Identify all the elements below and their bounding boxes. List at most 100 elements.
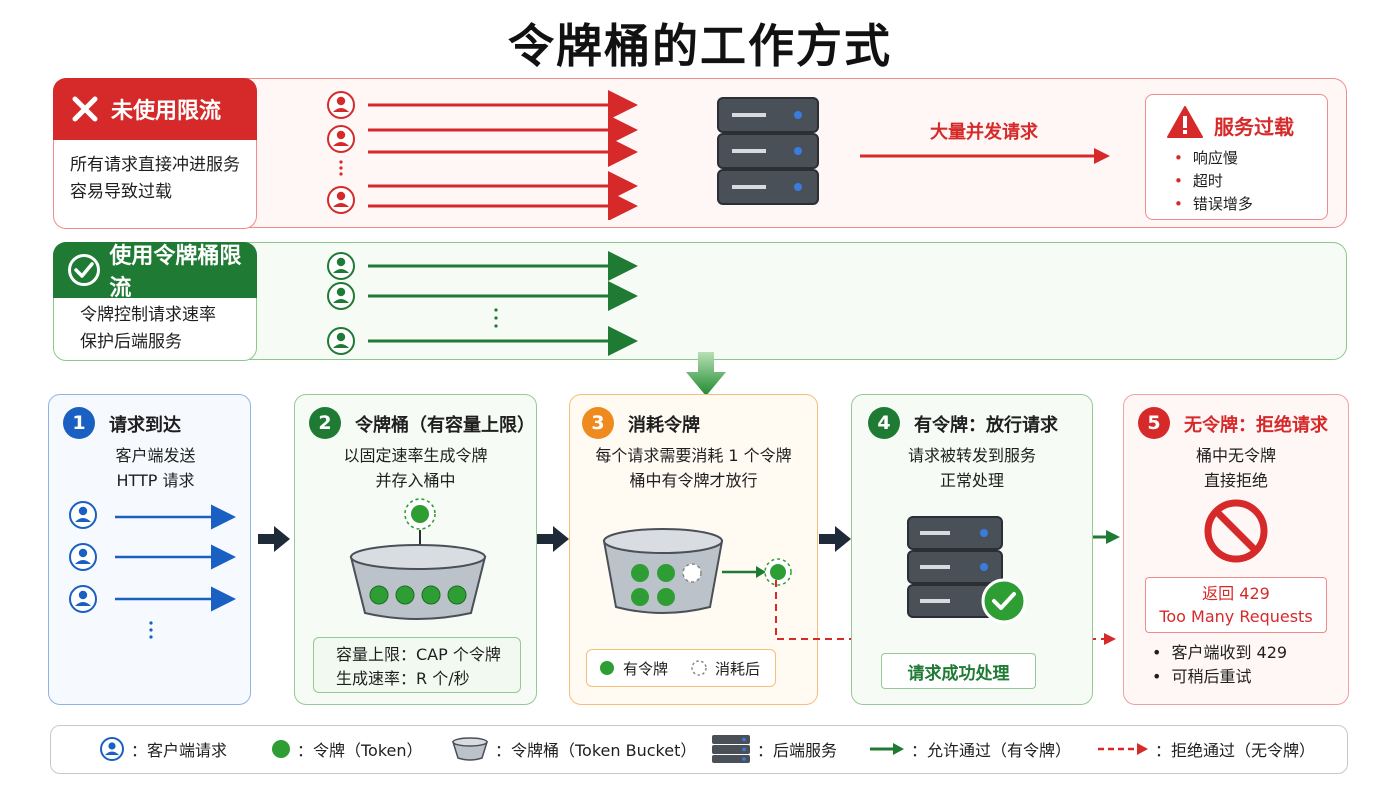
step-number: 5 — [1138, 407, 1170, 439]
with-limit-desc-line2: 保护后端服务 — [80, 332, 182, 352]
user-icon — [327, 252, 355, 280]
legend-label: ：令牌桶（Token Bucket） — [495, 741, 697, 760]
legend-has-token: 有令牌 — [623, 660, 669, 678]
user-icon — [327, 282, 355, 310]
status-code: 返回 429 — [1202, 584, 1270, 603]
list-item: 可稍后重试 — [1152, 665, 1287, 689]
legend-consumed: 消耗后 — [715, 660, 761, 678]
step-card-4: 4 有令牌：放行请求 请求被转发到服务 正常处理 请求成功处理 — [851, 394, 1093, 705]
legend-server: ：后端服务 — [711, 726, 837, 772]
status-text: Too Many Requests — [1159, 607, 1313, 626]
step-desc-line1: 每个请求需要消耗 1 个令牌 — [595, 446, 792, 465]
no-limit-tag: 未使用限流 — [53, 78, 257, 140]
with-limit-panel: 使用令牌桶限流 令牌控制请求速率 保护后端服务 — [53, 242, 1347, 361]
arrow-right-icon — [870, 743, 904, 755]
step-number: 4 — [868, 407, 900, 439]
step-desc: 客户端发送 HTTP 请求 — [55, 443, 256, 493]
legend-bucket: ：令牌桶（Token Bucket） — [451, 726, 696, 772]
token-icon — [600, 661, 614, 675]
forbidden-icon — [1204, 499, 1268, 563]
dashed-arrow-icon — [1098, 743, 1148, 755]
step-title: 无令牌：拒绝请求 — [1184, 415, 1328, 436]
with-limit-tag: 使用令牌桶限流 — [53, 242, 257, 301]
burst-label: 大量并发请求 — [930, 122, 1038, 143]
check-badge-icon — [981, 578, 1027, 624]
consumed-token-icon — [682, 563, 702, 583]
step-title: 消耗令牌 — [628, 415, 700, 436]
legend-label: ：后端服务 — [757, 741, 838, 760]
legend-allow: ：允许通过（有令牌） — [869, 726, 1071, 772]
user-icon — [327, 125, 355, 153]
no-limit-panel: 未使用限流 所有请求直接冲进服务 容易导致过载 — [53, 78, 1347, 229]
success-label: 请求成功处理 — [881, 653, 1036, 689]
with-limit-desc-line1: 令牌控制请求速率 — [80, 305, 216, 325]
step-title: 请求到达 — [109, 415, 181, 436]
down-arrow-icon — [686, 352, 726, 396]
ellipsis-icon — [339, 160, 343, 176]
overload-title: 服务过载 — [1214, 115, 1294, 139]
overload-box: 服务过载 响应慢 超时 错误增多 — [1145, 94, 1328, 220]
step-desc-line1: 以固定速率生成令牌 — [343, 446, 488, 465]
http-429-box: 返回 429 Too Many Requests — [1145, 577, 1327, 633]
step-desc: 以固定速率生成令牌 并存入桶中 — [295, 443, 536, 493]
page-title: 令牌桶的工作方式 — [508, 19, 892, 73]
step-card-2: 2 令牌桶（有容量上限） 以固定速率生成令牌 并存入桶中 容量上限：CAP 个令… — [294, 394, 537, 705]
ellipsis-icon — [149, 621, 153, 639]
client-requests — [69, 501, 236, 639]
rate-line: 生成速率：R 个/秒 — [336, 669, 470, 688]
burst-arrow — [860, 148, 1110, 164]
token-legend: 有令牌 消耗后 — [586, 649, 776, 687]
step-desc-line1: 请求被转发到服务 — [907, 446, 1036, 465]
legend-deny: ：拒绝通过（无令牌） — [1097, 726, 1315, 772]
step-desc: 每个请求需要消耗 1 个令牌 桶中有令牌才放行 — [570, 443, 817, 493]
step-desc-line2: 正常处理 — [939, 471, 1004, 490]
step-desc-line1: 桶中无令牌 — [1195, 446, 1276, 465]
user-icon — [69, 501, 97, 529]
request-arrows — [368, 251, 638, 356]
server-icon — [717, 97, 819, 205]
step-number: 2 — [309, 407, 341, 439]
legend-label: ：客户端请求 — [131, 741, 228, 760]
legend-label: ：令牌（Token） — [297, 741, 423, 760]
legend-client: ：客户端请求 — [99, 726, 227, 772]
ellipsis-icon — [494, 308, 498, 328]
list-item: 错误增多 — [1174, 193, 1253, 216]
user-icon — [100, 737, 124, 761]
user-icon — [69, 585, 97, 613]
step-desc: 桶中无令牌 直接拒绝 — [1124, 443, 1348, 493]
flow-arrow-icon — [819, 526, 851, 552]
request-arrows — [115, 504, 236, 612]
user-icon — [69, 543, 97, 571]
request-arrows — [368, 90, 638, 220]
token-icon — [770, 564, 786, 580]
user-icon — [327, 186, 355, 214]
burst-requests — [327, 90, 638, 220]
list-item: 响应慢 — [1174, 147, 1253, 170]
token-icon — [411, 505, 429, 523]
step-desc-line2: 直接拒绝 — [1203, 471, 1268, 490]
step-desc-line2: 桶中有令牌才放行 — [629, 471, 758, 490]
step-desc-line2: HTTP 请求 — [116, 471, 195, 490]
step-desc-line2: 并存入桶中 — [375, 471, 456, 490]
step-number: 1 — [63, 407, 95, 439]
legend-bar: ：客户端请求 ：令牌（Token） ：令牌桶（Token Bucket） ：后端… — [50, 725, 1348, 774]
user-icon — [327, 327, 355, 355]
user-icon — [327, 91, 355, 119]
token-icon — [272, 740, 290, 758]
step-card-1: 1 请求到达 客户端发送 HTTP 请求 — [48, 394, 251, 705]
step-desc-line1: 客户端发送 — [115, 446, 196, 465]
server-icon — [907, 516, 1027, 624]
capacity-info: 容量上限：CAP 个令牌 生成速率：R 个/秒 — [313, 637, 521, 693]
consumed-token-icon — [691, 660, 707, 676]
list-item: 客户端收到 429 — [1152, 641, 1287, 665]
step-title: 有令牌：放行请求 — [914, 415, 1058, 436]
no-limit-desc-line2: 容易导致过载 — [70, 182, 172, 202]
warning-icon — [1167, 106, 1203, 138]
step-desc: 请求被转发到服务 正常处理 — [852, 443, 1092, 493]
with-limit-tag-label: 使用令牌桶限流 — [109, 244, 242, 301]
x-icon — [65, 89, 105, 129]
no-limit-desc-line1: 所有请求直接冲进服务 — [70, 155, 240, 175]
capacity-line: 容量上限：CAP 个令牌 — [336, 645, 501, 664]
with-limit-desc: 令牌控制请求速率 保护后端服务 — [53, 298, 257, 361]
token-bucket-full — [349, 498, 487, 620]
